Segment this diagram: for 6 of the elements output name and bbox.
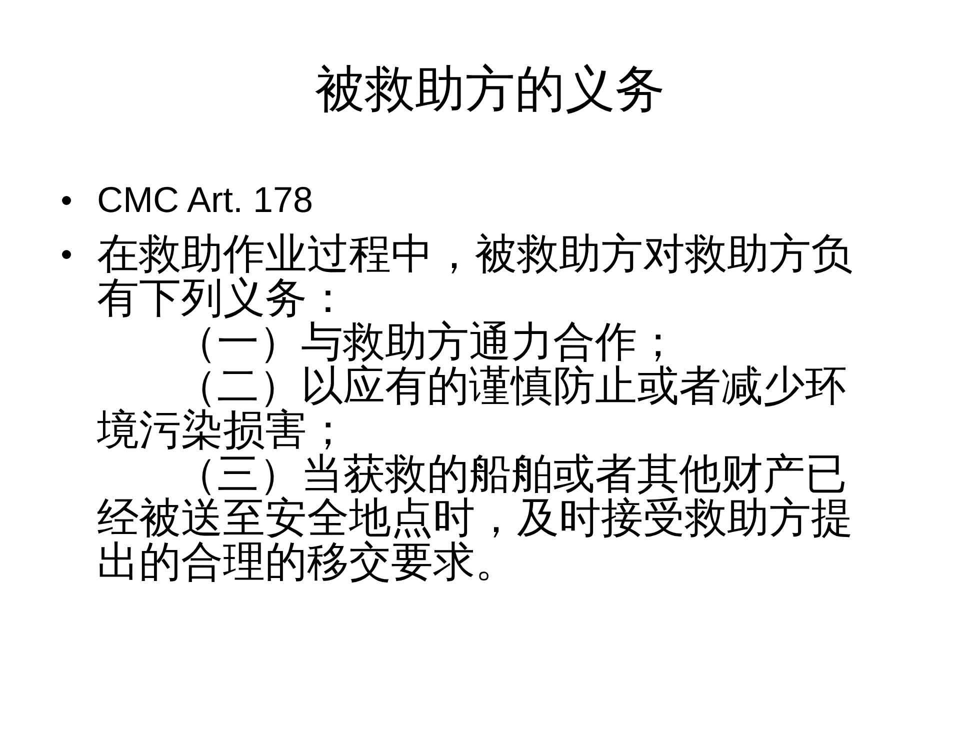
slide-title: 被救助方的义务 [314, 62, 666, 117]
list-item-text: （二）以应有的谨慎防止或者减少环境污染损害； [97, 364, 848, 452]
list-item-text: （一）与救助方通力合作； [175, 320, 680, 364]
bullet-text: 在救助作业过程中，被救助方对救助方负有下列义务： [97, 232, 854, 320]
bullet-text: CMC Art. 178 [97, 178, 314, 222]
list-item-text: （三）当获救的船舶或者其他财产已经被送至安全地点时，及时接受救助方提出的合理的移交要求。 [97, 452, 854, 584]
